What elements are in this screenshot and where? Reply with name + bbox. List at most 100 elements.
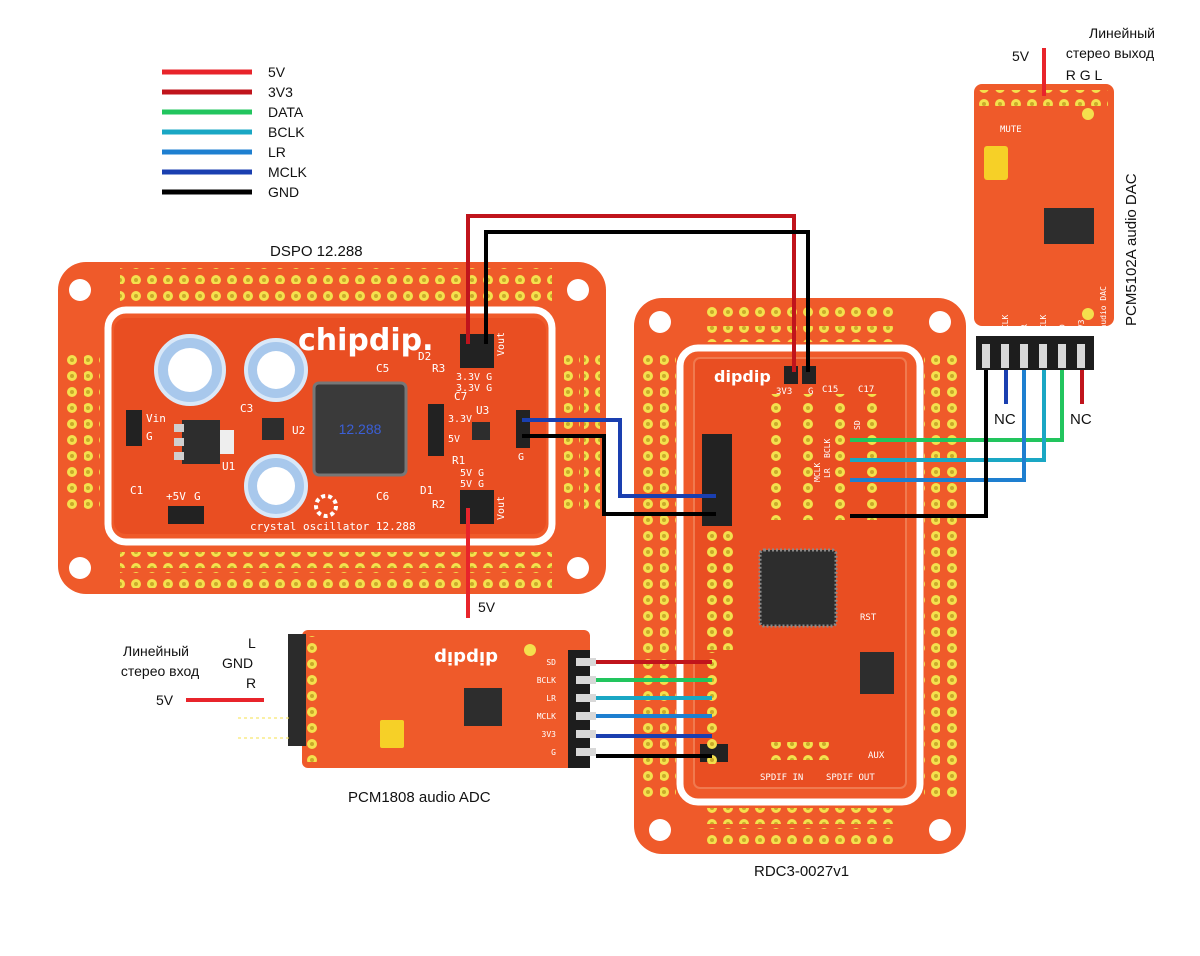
label-d2: D2 (418, 350, 431, 363)
label-c1: C1 (130, 484, 143, 497)
adc-input-label-line1: Линейный (123, 643, 189, 659)
header-5v (460, 490, 494, 524)
label-r2: R2 (432, 498, 445, 511)
label-g2: G (194, 490, 201, 503)
legend-label-5v: 5V (268, 64, 286, 80)
legend-label-lr: LR (268, 144, 286, 160)
wire-mclk-dspo-rdc (522, 418, 716, 498)
label-33v: 3.3V (448, 414, 472, 425)
legend-label-mclk: MCLK (268, 164, 308, 180)
adc-title: PCM1808 audio ADC (348, 789, 491, 806)
dac-board-text: PCM5102 audio DAC (1099, 286, 1108, 368)
dac-pin (1039, 344, 1047, 368)
adc-input-header (288, 634, 306, 746)
label-d1: D1 (420, 484, 433, 497)
label-33vg-b: 3.3V G (456, 383, 492, 394)
wire-lr-dac (850, 370, 1026, 482)
dac-power-label: 5V (1012, 48, 1030, 64)
adc-pin (576, 676, 596, 684)
dspo-board: chipdip. 12.288 C5 C6 C7 C3 C1 D1 D2 (58, 262, 606, 594)
adc-pin-label: G (551, 748, 556, 757)
label-c3: C3 (240, 402, 253, 415)
dac-pin-label: G (982, 329, 991, 334)
wire-gnd-dspo-out (522, 434, 716, 516)
rdc-label-c17: C17 (858, 385, 874, 395)
adc-pin (576, 748, 596, 756)
label-plus5v: +5V (166, 490, 186, 503)
label-r3: R3 (432, 362, 445, 375)
label-vout-top: Vout (496, 332, 507, 356)
oscillator-chip (312, 381, 408, 477)
wire-3v3-dspo-rdc (466, 214, 796, 372)
legend-label-3v3: 3V3 (268, 84, 293, 100)
dac-mute-switch (984, 146, 1008, 180)
dac-pin (1020, 344, 1028, 368)
wire-gnd-dac (850, 370, 988, 518)
label-c6: C6 (376, 490, 389, 503)
header-plus5v (168, 506, 204, 524)
rdc-board: dipdip 3V3 G C15 C17 MCLK BCLK LR SD SPD… (634, 298, 966, 854)
dac-pin-label: MCLK (1001, 315, 1010, 334)
adc-pin-label: MCLK (537, 712, 556, 721)
label-5vg-a: 5V G (460, 468, 484, 479)
dac-pin-label: LR (1020, 324, 1029, 334)
rdc-label-g: G (808, 387, 813, 397)
dac-pin (1058, 344, 1066, 368)
dac-nc-left: NC (994, 411, 1016, 428)
label-g-out: G (518, 452, 524, 463)
rdc-label-c15: C15 (822, 385, 838, 395)
label-r1: R1 (452, 454, 465, 467)
dac-pin-label: BCLK (1039, 315, 1048, 334)
adc-pin (576, 730, 596, 738)
dspo-power-label: 5V (478, 599, 496, 615)
label-vin: Vin (146, 412, 166, 425)
label-33vg-a: 3.3V G (456, 372, 492, 383)
rdc-label-rst: RST (860, 613, 877, 623)
dac-title: PCM5102A audio DAC (1123, 173, 1140, 326)
adc-in-gnd: GND (222, 655, 253, 671)
wires: 5V NC NC (466, 214, 1092, 758)
rdc-title: RDC3-0027v1 (754, 863, 849, 880)
adc-input-label-line2: стерео вход (121, 663, 199, 679)
adc-brand: dipdip (434, 647, 498, 668)
legend-label-bclk: BCLK (268, 124, 305, 140)
rdc-label-sd: SD (853, 420, 862, 430)
label-c5: C5 (376, 362, 389, 375)
legend-label-gnd: GND (268, 184, 299, 200)
rdc-label-spdif-in: SPDIF IN (760, 773, 803, 783)
rdc-label-mclk: MCLK (813, 463, 822, 482)
rdc-label-lr: LR (823, 468, 832, 478)
dspo-brand: chipdip. (298, 323, 434, 358)
adc-pin (576, 658, 596, 666)
adc-pin-label: LR (546, 694, 556, 703)
label-g1: G (146, 430, 153, 443)
adc-pin-label: 3V3 (542, 730, 557, 739)
header-33v (460, 334, 494, 368)
header-vin (126, 410, 142, 446)
header-out (516, 410, 530, 448)
dspo-title: DSPO 12.288 (270, 243, 363, 260)
rdc-label-spdif-out: SPDIF OUT (826, 773, 875, 783)
dac-mute-label: MUTE (1000, 125, 1022, 135)
adc-crystal (380, 720, 404, 748)
dac-output-label-line2: стерео выход (1066, 45, 1154, 61)
adc-chip (464, 688, 502, 726)
dac-pin (1001, 344, 1009, 368)
dac-nc-right: NC (1070, 411, 1092, 428)
dac-pin-label: SD (1058, 324, 1067, 334)
gear-icon (314, 494, 338, 518)
wire-bclk-dac (850, 370, 1046, 462)
regulator-u1 (182, 420, 220, 464)
dac-pin-label: 3V3 (1077, 319, 1086, 334)
dac-output-pins: R G L (1066, 67, 1103, 83)
rdc-label-aux: AUX (868, 751, 885, 761)
rdc-label-3v3: 3V3 (776, 387, 792, 397)
rdc-label-bclk: BCLK (823, 439, 832, 458)
rdc-main-chip (758, 548, 838, 628)
dac-pin-header (976, 336, 1094, 370)
wire-data-dac (850, 370, 1064, 442)
header-jumper (428, 404, 444, 456)
